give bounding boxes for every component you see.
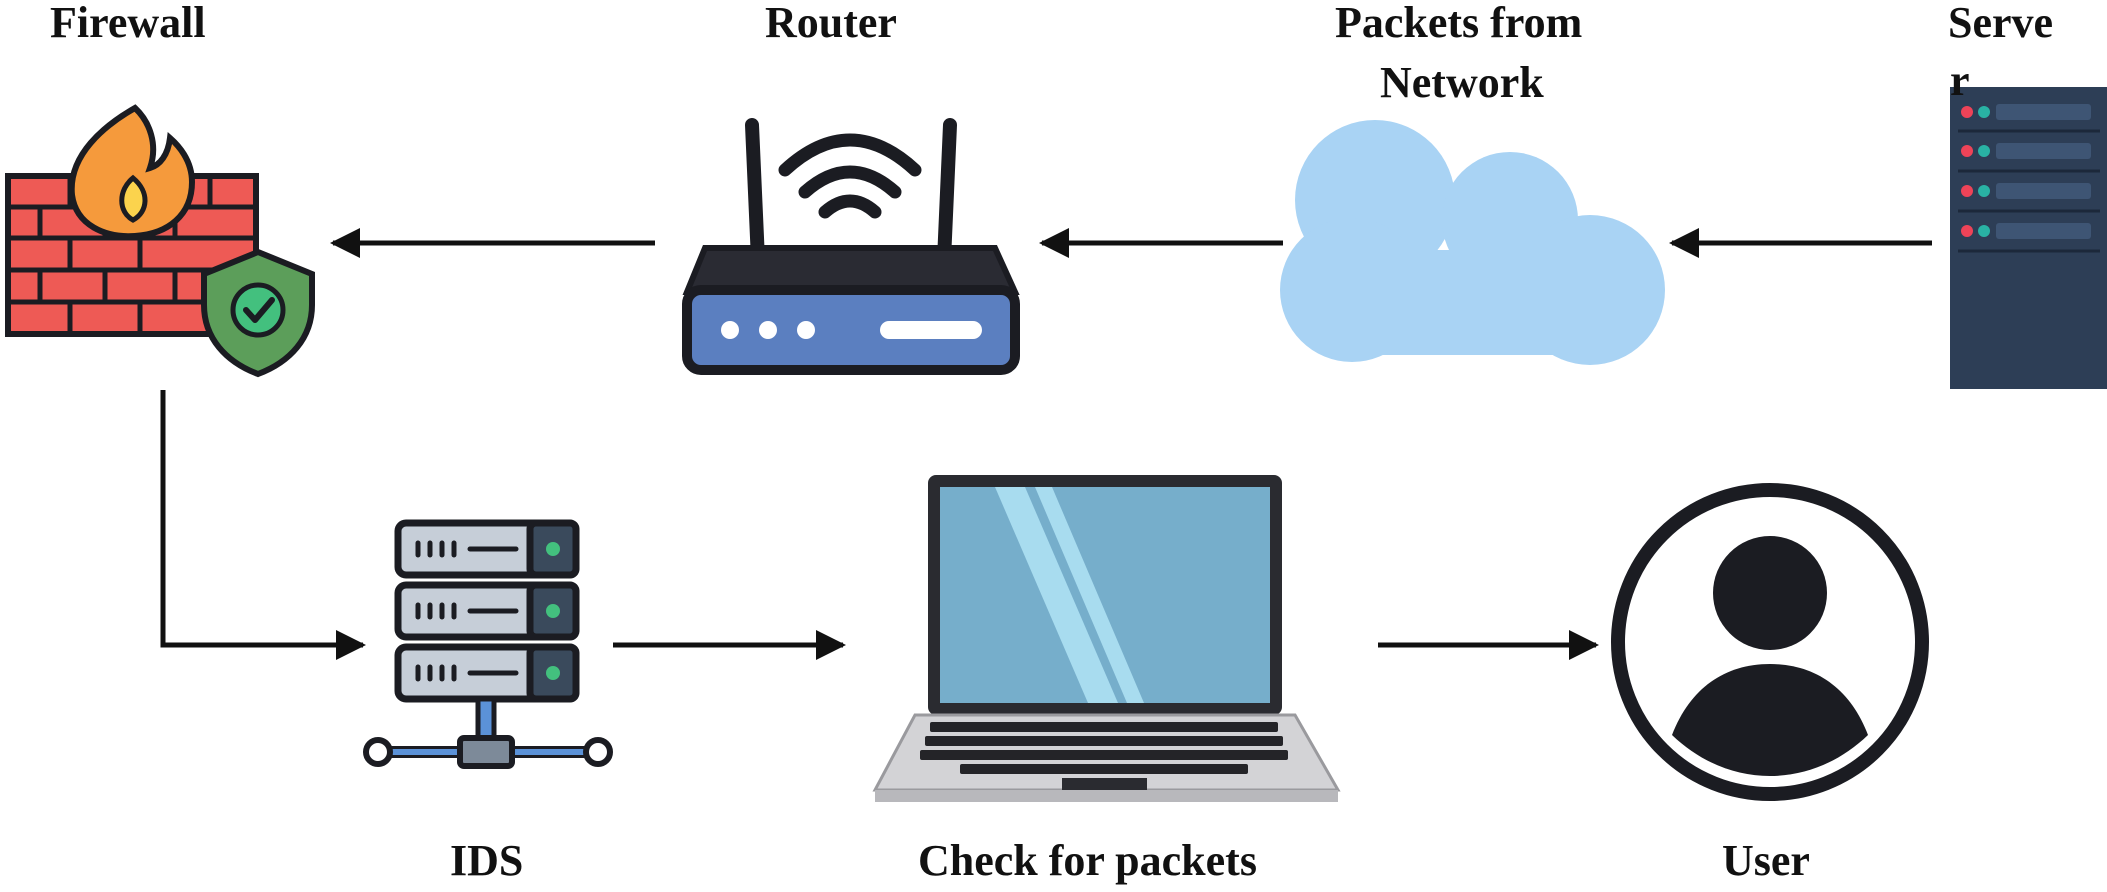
user-label: User: [1722, 836, 1810, 885]
cloud-icon: [1280, 120, 1665, 365]
ids-rack-unit: [394, 581, 580, 641]
firewall-icon: [5, 104, 315, 378]
check-label: Check for packets: [918, 836, 1257, 885]
server-label-line2: r: [1950, 56, 1970, 105]
ids-rack-unit: [394, 519, 580, 579]
firewall-label: Firewall: [50, 0, 206, 47]
network-label-line2: Network: [1380, 58, 1544, 107]
ids-label: IDS: [450, 836, 524, 885]
user-icon: [1611, 483, 1929, 801]
network-label-line1: Packets from: [1335, 0, 1583, 47]
ids-rack-unit: [394, 643, 580, 703]
ids-server-icon: [363, 519, 613, 769]
arrow-firewall-to-ids: [160, 390, 366, 660]
server-rack-icon: [1950, 87, 2107, 389]
router-icon: [682, 118, 1020, 375]
router-label: Router: [765, 0, 897, 47]
laptop-icon: [872, 475, 1341, 802]
server-label-line1: Serve: [1948, 0, 2054, 47]
